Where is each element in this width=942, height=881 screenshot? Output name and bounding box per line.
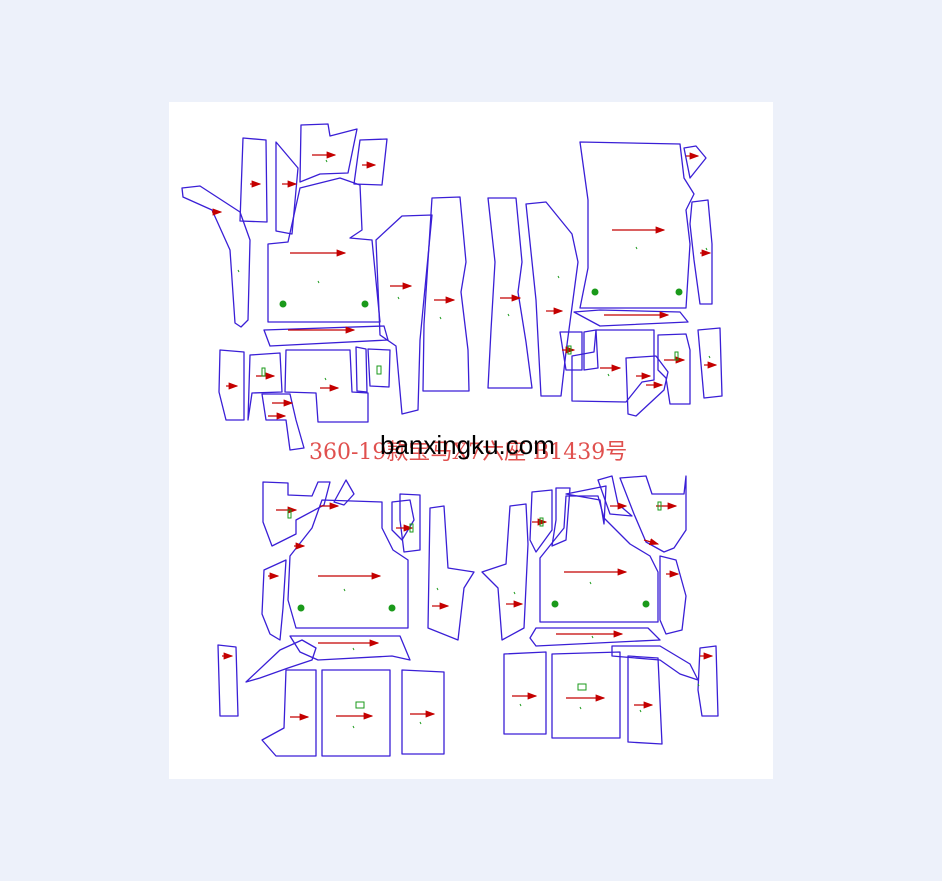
- group-bottom-right: [481, 475, 719, 745]
- group-bottom-left: [217, 479, 475, 757]
- watermark-text: banxingku.com: [380, 430, 555, 460]
- pattern-title: 360-19款宝马X7六座 B1439号: [309, 440, 627, 465]
- pattern-sheet: 360-19款宝马X7六座 B1439号: [169, 102, 773, 779]
- group-top-right: [487, 141, 723, 417]
- pattern-diagram: 360-19款宝马X7六座 B1439号: [181, 123, 723, 757]
- group-top-left: [181, 123, 470, 451]
